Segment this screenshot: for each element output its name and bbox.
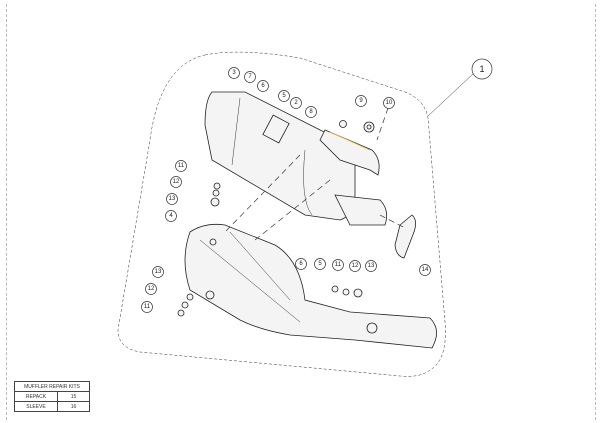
callout-part-4: 4 bbox=[165, 210, 177, 222]
callout-label: 13 bbox=[368, 263, 375, 269]
callout-circle bbox=[332, 259, 344, 271]
kit-code: 15 bbox=[57, 391, 90, 402]
callout-circle bbox=[141, 301, 153, 313]
end-cap-part-14 bbox=[394, 214, 416, 259]
callout-circle bbox=[365, 260, 377, 272]
kits-title: MUFFLER REPAIR KITS bbox=[14, 381, 90, 392]
callout-part-5: 5 bbox=[314, 258, 326, 270]
callout-circle bbox=[349, 260, 361, 272]
callout-part-13: 13 bbox=[365, 260, 377, 272]
callout-label: 5 bbox=[318, 261, 322, 267]
callout-part-13: 13 bbox=[152, 266, 164, 278]
callout-assembly: 1 bbox=[471, 58, 493, 80]
callout-part-3: 3 bbox=[228, 67, 240, 79]
callout-label: 3 bbox=[232, 70, 236, 76]
callout-part-11: 11 bbox=[175, 160, 187, 172]
callout-label: 6 bbox=[299, 261, 303, 267]
callout-circle bbox=[278, 90, 290, 102]
callout-part-8: 8 bbox=[305, 106, 317, 118]
callout-part-13: 13 bbox=[166, 193, 178, 205]
callout-part-12: 12 bbox=[349, 260, 361, 272]
drawing-frame bbox=[6, 4, 596, 420]
callout-label: 12 bbox=[148, 286, 155, 292]
callout-label: 9 bbox=[359, 98, 363, 104]
callout-part-12: 12 bbox=[145, 283, 157, 295]
callout-label: 8 bbox=[309, 109, 313, 115]
kit-name: SLEEVE bbox=[14, 401, 58, 412]
callout-part-9: 9 bbox=[355, 95, 367, 107]
callout-circle bbox=[152, 266, 164, 278]
callout-circle bbox=[244, 71, 256, 83]
callout-circle bbox=[166, 193, 178, 205]
svg-text:1: 1 bbox=[479, 64, 484, 74]
callout-part-11: 11 bbox=[332, 259, 344, 271]
callout-part-2: 2 bbox=[290, 97, 302, 109]
callout-label: 13 bbox=[169, 196, 176, 202]
callout-label: 5 bbox=[282, 93, 286, 99]
assembly-leader bbox=[427, 72, 475, 117]
callout-circle bbox=[145, 283, 157, 295]
bolt-and-washer bbox=[339, 120, 375, 133]
kit-code: 16 bbox=[57, 401, 90, 412]
callout-circle bbox=[305, 106, 317, 118]
muffler-body bbox=[204, 91, 388, 226]
callout-circle bbox=[295, 258, 307, 270]
callout-part-6: 6 bbox=[257, 80, 269, 92]
callout-circle bbox=[419, 264, 431, 276]
callout-circle bbox=[383, 97, 395, 109]
small-hardware bbox=[177, 182, 363, 317]
callout-part-14: 14 bbox=[419, 264, 431, 276]
callout-label: 11 bbox=[144, 304, 151, 310]
dashed-assembly-lines bbox=[224, 107, 406, 241]
callout-label: 4 bbox=[169, 213, 173, 219]
callout-circle bbox=[314, 258, 326, 270]
callout-part-7: 7 bbox=[244, 71, 256, 83]
callout-circle bbox=[257, 80, 269, 92]
callout-label: 11 bbox=[178, 163, 185, 169]
callout-group: 3 7 6 5 2 8 9 10 11 12 13 4 6 5 11 12 13 14 13 12 11 bbox=[141, 67, 431, 313]
callout-part-5: 5 bbox=[278, 90, 290, 102]
kit-name: REPACK bbox=[14, 391, 58, 402]
callout-label: 10 bbox=[386, 100, 393, 106]
callout-circle bbox=[228, 67, 240, 79]
callout-label: 11 bbox=[335, 262, 342, 268]
callout-circle bbox=[165, 210, 177, 222]
callout-circle bbox=[175, 160, 187, 172]
mounting-bracket bbox=[319, 129, 380, 176]
callout-label: 7 bbox=[248, 74, 252, 80]
callout-part-10: 10 bbox=[383, 97, 395, 109]
callout-label: 2 bbox=[294, 100, 298, 106]
callout-label: 12 bbox=[173, 179, 180, 185]
callout-part-6: 6 bbox=[295, 258, 307, 270]
callout-label: 14 bbox=[422, 267, 429, 273]
callout-circle bbox=[355, 95, 367, 107]
callout-label: 12 bbox=[352, 263, 359, 269]
callout-label: 13 bbox=[155, 269, 162, 275]
callout-circle bbox=[170, 176, 182, 188]
callout-circle bbox=[290, 97, 302, 109]
heat-shield bbox=[184, 223, 437, 349]
callout-part-11: 11 bbox=[141, 301, 153, 313]
callout-label: 6 bbox=[261, 83, 265, 89]
assembly-boundary bbox=[117, 51, 446, 377]
callout-part-12: 12 bbox=[170, 176, 182, 188]
